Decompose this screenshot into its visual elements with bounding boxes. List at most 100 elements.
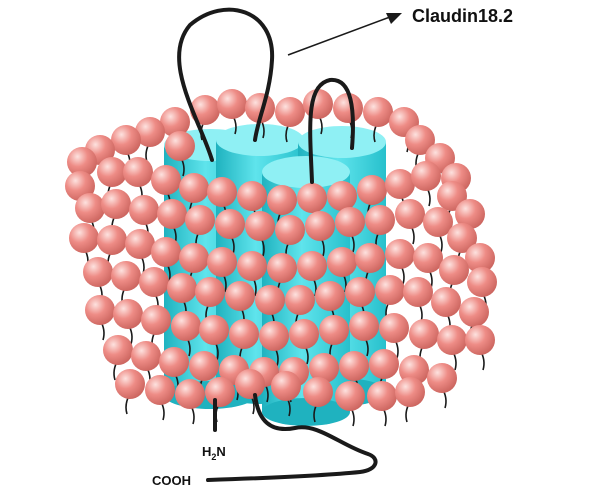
lipid-head <box>141 305 171 335</box>
lipid-head <box>229 319 259 349</box>
lipid-head <box>465 243 495 273</box>
lipid-head <box>395 377 425 407</box>
extracellular-loop-2 <box>308 77 355 184</box>
lipid-head <box>423 207 453 237</box>
lipid-head <box>365 205 395 235</box>
lipid-head <box>355 243 385 273</box>
lipid-head <box>455 199 485 229</box>
lipid-head <box>375 275 405 305</box>
lipid-head <box>111 125 141 155</box>
lipid-head <box>237 181 267 211</box>
lipid-head <box>113 299 143 329</box>
lipid-head <box>309 353 339 383</box>
lipid-head <box>405 125 435 155</box>
lipid-head <box>305 211 335 241</box>
lipid-head <box>267 253 297 283</box>
lipid-head <box>185 205 215 235</box>
lipid-head <box>75 193 105 223</box>
lipid-head <box>315 281 345 311</box>
lipid-head <box>447 223 477 253</box>
c-terminus-label: COOH <box>152 473 191 488</box>
lipid-head <box>125 229 155 259</box>
lipid-head <box>255 285 285 315</box>
diagram-title: Claudin18.2 <box>412 6 513 26</box>
n-terminus-label: H2N <box>202 444 226 462</box>
lipid-head <box>69 223 99 253</box>
lipid-head <box>439 255 469 285</box>
lipid-head <box>345 277 375 307</box>
lipid-head <box>215 209 245 239</box>
lipid-head <box>437 325 467 355</box>
c-terminus-strand <box>206 393 378 482</box>
lipid-head <box>467 267 497 297</box>
lipid-head <box>165 131 195 161</box>
lipid-head <box>333 93 363 123</box>
lipid-head <box>357 175 387 205</box>
lipid-head <box>207 247 237 277</box>
lipid-head <box>259 321 289 351</box>
lipid-head <box>83 257 113 287</box>
lipid-head <box>297 251 327 281</box>
lipid-head <box>67 147 97 177</box>
lipid-head <box>395 199 425 229</box>
pointer-arrowhead <box>386 13 402 24</box>
protein-chain <box>177 7 378 482</box>
lipid-head <box>303 89 333 119</box>
lipid-head <box>327 181 357 211</box>
lipid-head <box>275 215 305 245</box>
lipid-head <box>135 117 165 147</box>
lipid-head <box>199 315 229 345</box>
lipid-head <box>103 335 133 365</box>
lipid-head <box>335 381 365 411</box>
lipid-head <box>459 297 489 327</box>
lipid-head <box>235 369 265 399</box>
lipid-head <box>157 199 187 229</box>
lipid-head <box>97 157 127 187</box>
lipid-head <box>189 351 219 381</box>
lipid-head <box>367 381 397 411</box>
lipid-head <box>175 379 205 409</box>
lipid-head <box>271 371 301 401</box>
lipid-head <box>385 239 415 269</box>
lipid-head <box>245 93 275 123</box>
lipid-head <box>303 377 333 407</box>
lipid-head <box>335 207 365 237</box>
lipid-head <box>403 277 433 307</box>
lipid-head <box>409 319 439 349</box>
lipid-head <box>159 347 189 377</box>
lipid-head <box>275 97 305 127</box>
lipid-head <box>101 189 131 219</box>
lipid-head <box>131 341 161 371</box>
lipid-head <box>431 287 461 317</box>
lipid-head <box>207 177 237 207</box>
lipid-head <box>217 89 247 119</box>
lipid-head <box>205 377 235 407</box>
lipid-head <box>237 251 267 281</box>
lipid-head <box>267 185 297 215</box>
lipid-head <box>245 211 275 241</box>
lipid-head <box>129 195 159 225</box>
lipid-head <box>111 261 141 291</box>
lipid-head <box>427 363 457 393</box>
lipid-head <box>179 243 209 273</box>
lipid-head <box>145 375 175 405</box>
lipid-head <box>379 313 409 343</box>
lipid-head <box>115 369 145 399</box>
lipid-head <box>413 243 443 273</box>
lipid-head <box>179 173 209 203</box>
lipid-head <box>139 267 169 297</box>
lipid-head <box>151 165 181 195</box>
lipid-head <box>297 183 327 213</box>
lipid-head <box>327 247 357 277</box>
lipid-head <box>339 351 369 381</box>
lipid-head <box>289 319 319 349</box>
lipid-head <box>151 237 181 267</box>
lipid-head <box>85 295 115 325</box>
lipid-head <box>369 349 399 379</box>
lipid-head <box>465 325 495 355</box>
lipid-head <box>363 97 393 127</box>
lipid-head <box>123 157 153 187</box>
lipid-head <box>385 169 415 199</box>
lipid-head <box>225 281 255 311</box>
lipid-heads <box>65 89 497 411</box>
